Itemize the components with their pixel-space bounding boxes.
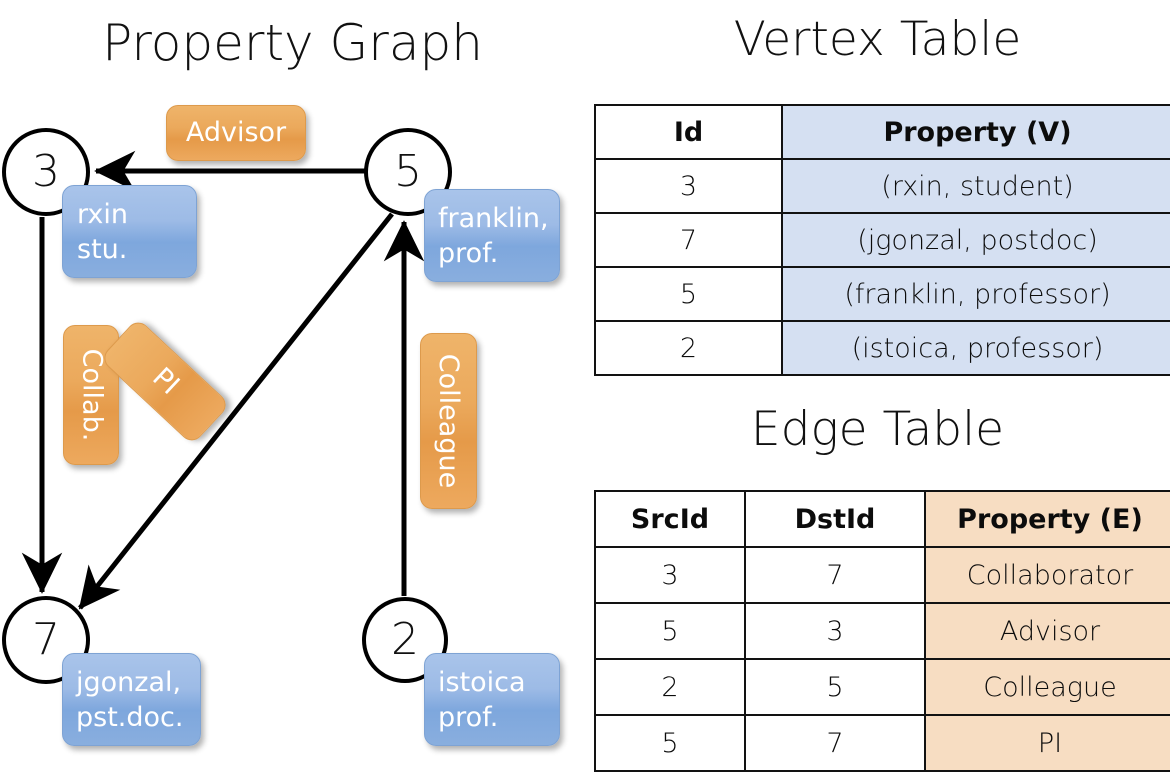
- vertex-table-header-id: Id: [594, 104, 783, 160]
- edge-table-cell-dstid: 3: [744, 602, 926, 660]
- edge-table-cell-srcid: 5: [594, 714, 746, 772]
- graph-vertex-7-label: 7: [32, 614, 60, 665]
- edge-table-cell-srcid: 5: [594, 602, 746, 660]
- edge-table-cell-property: PI: [924, 714, 1170, 772]
- graph-vertex-property-jgonzal-text: jgonzal, pst.doc.: [76, 666, 184, 733]
- graph-vertex-5-label: 5: [394, 146, 422, 197]
- table-row: 5 (franklin, professor): [594, 266, 1170, 322]
- edge-table-cell-property: Advisor: [924, 602, 1170, 660]
- table-row: 2 5 Colleague: [594, 658, 1170, 716]
- graph-vertex-property-istoica[interactable]: istoica prof.: [424, 653, 560, 746]
- vertex-table-header-property: Property (V): [781, 104, 1170, 160]
- vertex-table-cell-property: (jgonzal, postdoc): [781, 212, 1170, 268]
- page-title-vertex-table: Vertex Table: [733, 12, 1022, 67]
- property-graph-diagram: 3 5 7 2 Advisor Collab. PI Colleague rxi…: [0, 0, 585, 760]
- edge-table-cell-srcid: 2: [594, 658, 746, 716]
- edge-table-cell-dstid: 7: [744, 546, 926, 604]
- vertex-table-cell-property: (rxin, student): [781, 158, 1170, 214]
- vertex-table-cell-id: 3: [594, 158, 783, 214]
- vertex-table-header-row: Id Property (V): [594, 104, 1170, 160]
- graph-edge-label-colleague-text: Colleague: [433, 353, 465, 489]
- graph-edge-label-collab-text: Collab.: [76, 348, 107, 442]
- edge-table-cell-srcid: 3: [594, 546, 746, 604]
- graph-vertex-property-jgonzal[interactable]: jgonzal, pst.doc.: [62, 653, 201, 746]
- edge-table-header-dstid: DstId: [744, 490, 926, 548]
- graph-edges-layer: [21, 150, 425, 610]
- graph-edge-label-colleague[interactable]: Colleague: [420, 333, 477, 509]
- graph-vertex-3-label: 3: [32, 146, 60, 197]
- graph-vertex-2-label: 2: [391, 614, 419, 665]
- table-row: 2 (istoica, professor): [594, 320, 1170, 376]
- graph-vertex-5[interactable]: 5: [364, 128, 452, 216]
- edge-table-cell-property: Colleague: [924, 658, 1170, 716]
- vertex-table: Id Property (V) 3 (rxin, student) 7 (jgo…: [594, 104, 1170, 376]
- vertex-table-cell-property: (istoica, professor): [781, 320, 1170, 376]
- vertex-table-cell-property: (franklin, professor): [781, 266, 1170, 322]
- graph-vertex-property-franklin[interactable]: franklin, prof.: [424, 189, 560, 282]
- table-row: 7 (jgonzal, postdoc): [594, 212, 1170, 268]
- edge-table-header-property: Property (E): [924, 490, 1170, 548]
- page-title-edge-table: Edge Table: [750, 402, 1005, 457]
- edge-table-header-srcid: SrcId: [594, 490, 746, 548]
- page-title-property-graph: Property Graph: [102, 14, 483, 72]
- graph-vertex-property-franklin-text: franklin, prof.: [438, 202, 549, 269]
- graph-edge-pi: [78, 212, 394, 610]
- graph-vertex-property-rxin-text: rxin stu.: [77, 198, 128, 265]
- table-row: 3 7 Collaborator: [594, 546, 1170, 604]
- table-row: 3 (rxin, student): [594, 158, 1170, 214]
- edge-table-cell-dstid: 5: [744, 658, 926, 716]
- table-row: 5 7 PI: [594, 714, 1170, 772]
- edge-table-header-row: SrcId DstId Property (E): [594, 490, 1170, 548]
- edge-table-cell-dstid: 7: [744, 714, 926, 772]
- edge-table: SrcId DstId Property (E) 3 7 Collaborato…: [594, 490, 1170, 772]
- graph-edge-label-advisor[interactable]: Advisor: [166, 105, 306, 161]
- graph-edge-label-advisor-text: Advisor: [185, 117, 287, 148]
- graph-vertex-property-rxin[interactable]: rxin stu.: [62, 185, 197, 278]
- table-row: 5 3 Advisor: [594, 602, 1170, 660]
- graph-vertex-2[interactable]: 2: [362, 597, 448, 683]
- vertex-table-cell-id: 5: [594, 266, 783, 322]
- vertex-table-cell-id: 2: [594, 320, 783, 376]
- edge-table-cell-property: Collaborator: [924, 546, 1170, 604]
- graph-vertex-property-istoica-text: istoica prof.: [438, 666, 526, 733]
- vertex-table-cell-id: 7: [594, 212, 783, 268]
- graph-edge-label-pi-text: PI: [145, 361, 185, 401]
